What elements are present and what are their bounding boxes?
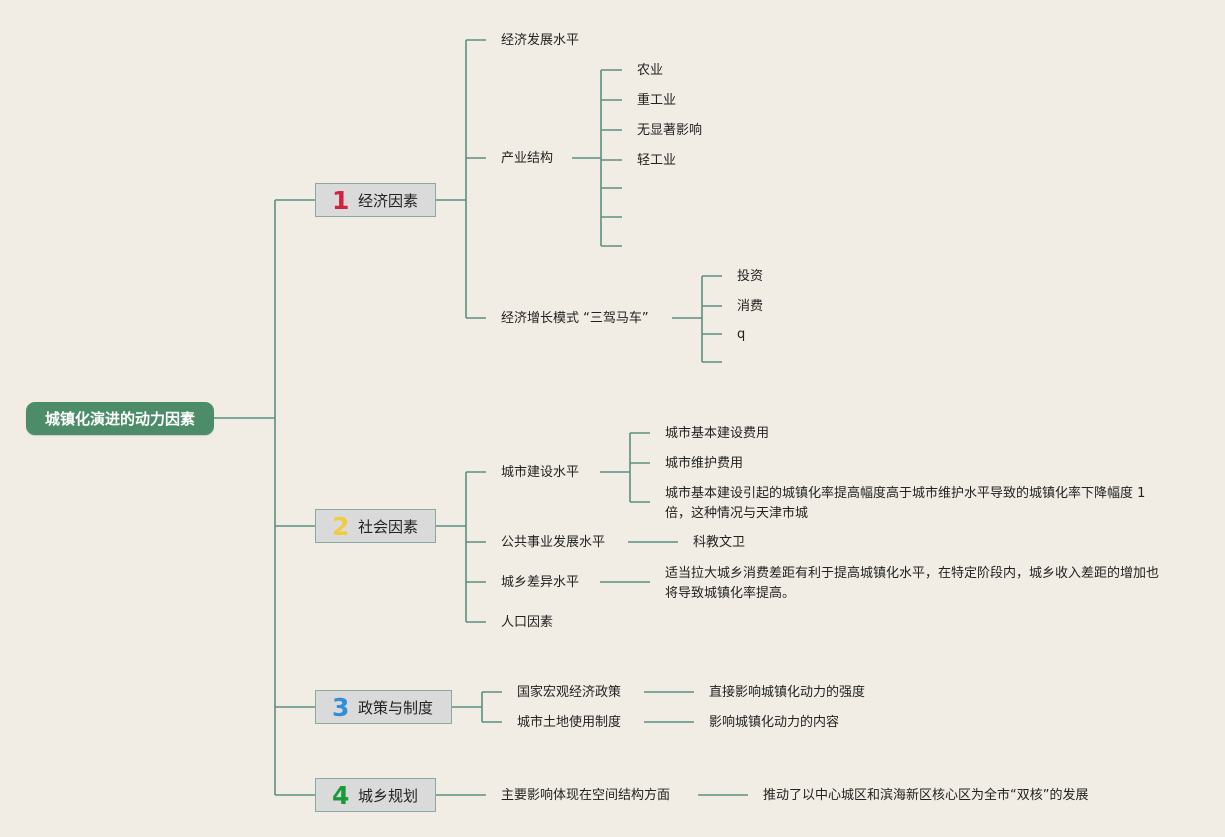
subtopic-population[interactable]: 人口因素 [501, 615, 554, 630]
leaf-macro-policy-detail[interactable]: 直接影响城镇化动力的强度 [709, 685, 866, 700]
leaf-agriculture[interactable]: 农业 [637, 63, 664, 78]
subtopic-growth-model[interactable]: 经济增长模式 “三驾马车” [501, 311, 649, 326]
leaf-investment[interactable]: 投资 [737, 269, 764, 284]
topic-policy[interactable]: 3 政策与制度 [315, 690, 452, 724]
number-2-icon: 2 [332, 511, 350, 541]
root-topic[interactable]: 城镇化演进的动力因素 [26, 402, 214, 435]
topic-label: 经济因素 [358, 191, 419, 210]
subtopic-urban-rural-gap[interactable]: 城乡差异水平 [501, 575, 580, 590]
leaf-consumption[interactable]: 消费 [737, 299, 764, 314]
leaf-heavy-industry[interactable]: 重工业 [637, 93, 677, 108]
number-1-icon: 1 [332, 185, 350, 215]
leaf-spatial-structure-detail[interactable]: 推动了以中心城区和滨海新区核心区为全市“双核”的发展 [763, 788, 1089, 803]
subtopic-economic-level[interactable]: 经济发展水平 [501, 33, 580, 48]
topic-economic[interactable]: 1 经济因素 [315, 183, 436, 217]
root-label: 城镇化演进的动力因素 [44, 410, 195, 428]
leaf-land-use-detail[interactable]: 影响城镇化动力的内容 [709, 715, 840, 730]
leaf-q[interactable]: q [737, 327, 746, 342]
leaf-urban-rural-gap-detail[interactable]: 适当拉大城乡消费差距有利于提高城镇化水平，在特定阶段内，城乡收入差距的增加也将导… [665, 566, 1160, 601]
leaf-public-services-detail[interactable]: 科教文卫 [693, 535, 746, 550]
subtopic-construction-level[interactable]: 城市建设水平 [501, 465, 580, 480]
leaf-construction-note[interactable]: 城市基本建设引起的城镇化率提高幅度高于城市维护水平导致的城镇化率下降幅度 1 倍… [665, 486, 1146, 521]
subtopic-public-services[interactable]: 公共事业发展水平 [501, 535, 606, 550]
leaf-construction-cost[interactable]: 城市基本建设费用 [665, 426, 770, 441]
topic-label: 政策与制度 [358, 698, 434, 717]
subtopic-land-use-system[interactable]: 城市土地使用制度 [517, 715, 622, 730]
topic-label: 社会因素 [358, 517, 419, 536]
subtopic-industry-structure[interactable]: 产业结构 [501, 151, 554, 166]
leaf-maintenance-cost[interactable]: 城市维护费用 [665, 456, 744, 471]
subtopic-macro-policy[interactable]: 国家宏观经济政策 [517, 685, 622, 700]
topic-planning[interactable]: 4 城乡规划 [315, 778, 436, 812]
number-4-icon: 4 [332, 780, 350, 810]
leaf-light-industry[interactable]: 轻工业 [637, 153, 677, 168]
leaf-no-impact[interactable]: 无显著影响 [637, 123, 703, 138]
topic-label: 城乡规划 [358, 786, 419, 805]
subtopic-spatial-structure[interactable]: 主要影响体现在空间结构方面 [501, 788, 671, 803]
topic-social[interactable]: 2 社会因素 [315, 509, 436, 543]
number-3-icon: 3 [332, 692, 350, 722]
